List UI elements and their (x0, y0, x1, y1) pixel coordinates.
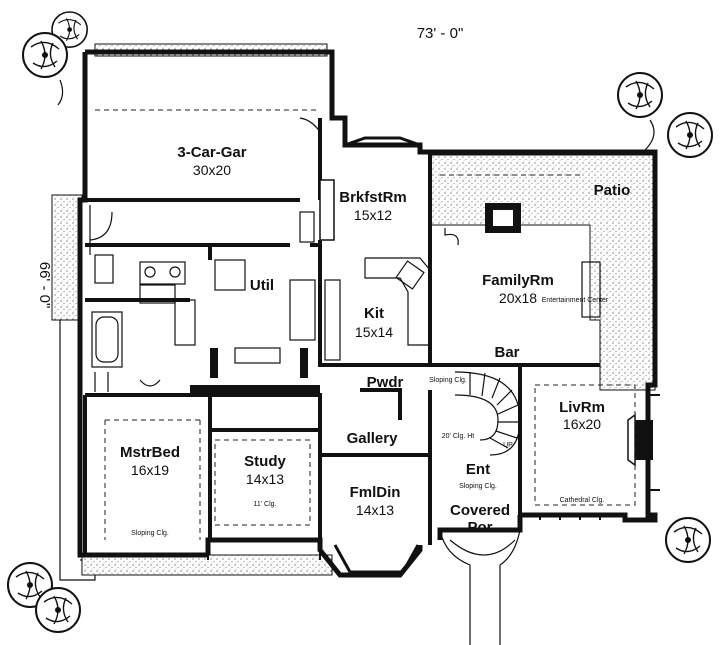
breakfast-size: 15x12 (354, 207, 392, 223)
study-size: 14x13 (246, 471, 284, 487)
kitchen-label: Kit (364, 305, 384, 322)
stair-ceiling-note: 20' Clg. Ht (442, 433, 475, 440)
master-note: Sloping Clg. (131, 530, 169, 537)
porch-label-2: Por (467, 519, 492, 536)
master-label: MstrBed (120, 444, 180, 461)
bar-label: Bar (494, 344, 519, 361)
entry-note: Sloping Clg. (459, 483, 497, 490)
study-note: 11' Clg. (254, 501, 277, 508)
living-size: 16x20 (563, 416, 601, 432)
stair-up-label: UP (503, 442, 513, 449)
garage-label: 3-Car-Gar (177, 144, 246, 161)
kitchen-size: 15x14 (355, 324, 393, 340)
breakfast-label: BrkfstRm (339, 189, 407, 206)
living-label: LivRm (559, 399, 605, 416)
patio-label: Patio (594, 182, 631, 199)
dining-label: FmlDin (350, 484, 401, 501)
gallery-label: Gallery (347, 430, 399, 447)
staircase (454, 371, 521, 456)
dining-size: 14x13 (356, 502, 394, 518)
outer-walls (77, 49, 658, 578)
entry-label: Ent (466, 461, 490, 478)
width-dimension: 73' - 0" (417, 25, 464, 42)
family-size: 20x18 (499, 290, 537, 306)
master-size: 16x19 (131, 462, 169, 478)
depth-dimension: 66' - 0" (36, 262, 53, 309)
stair-top-note: Sloping Clg. (429, 377, 467, 384)
family-note: Entertainment Center (542, 297, 609, 304)
util-label: Util (250, 277, 274, 294)
porch-label: Covered (450, 502, 510, 519)
family-label: FamilyRm (482, 272, 554, 289)
garage-size: 30x20 (193, 162, 231, 178)
powder-label: Pwdr (367, 374, 404, 391)
study-label: Study (244, 453, 286, 470)
living-note: Cathedral Clg. (560, 497, 605, 504)
